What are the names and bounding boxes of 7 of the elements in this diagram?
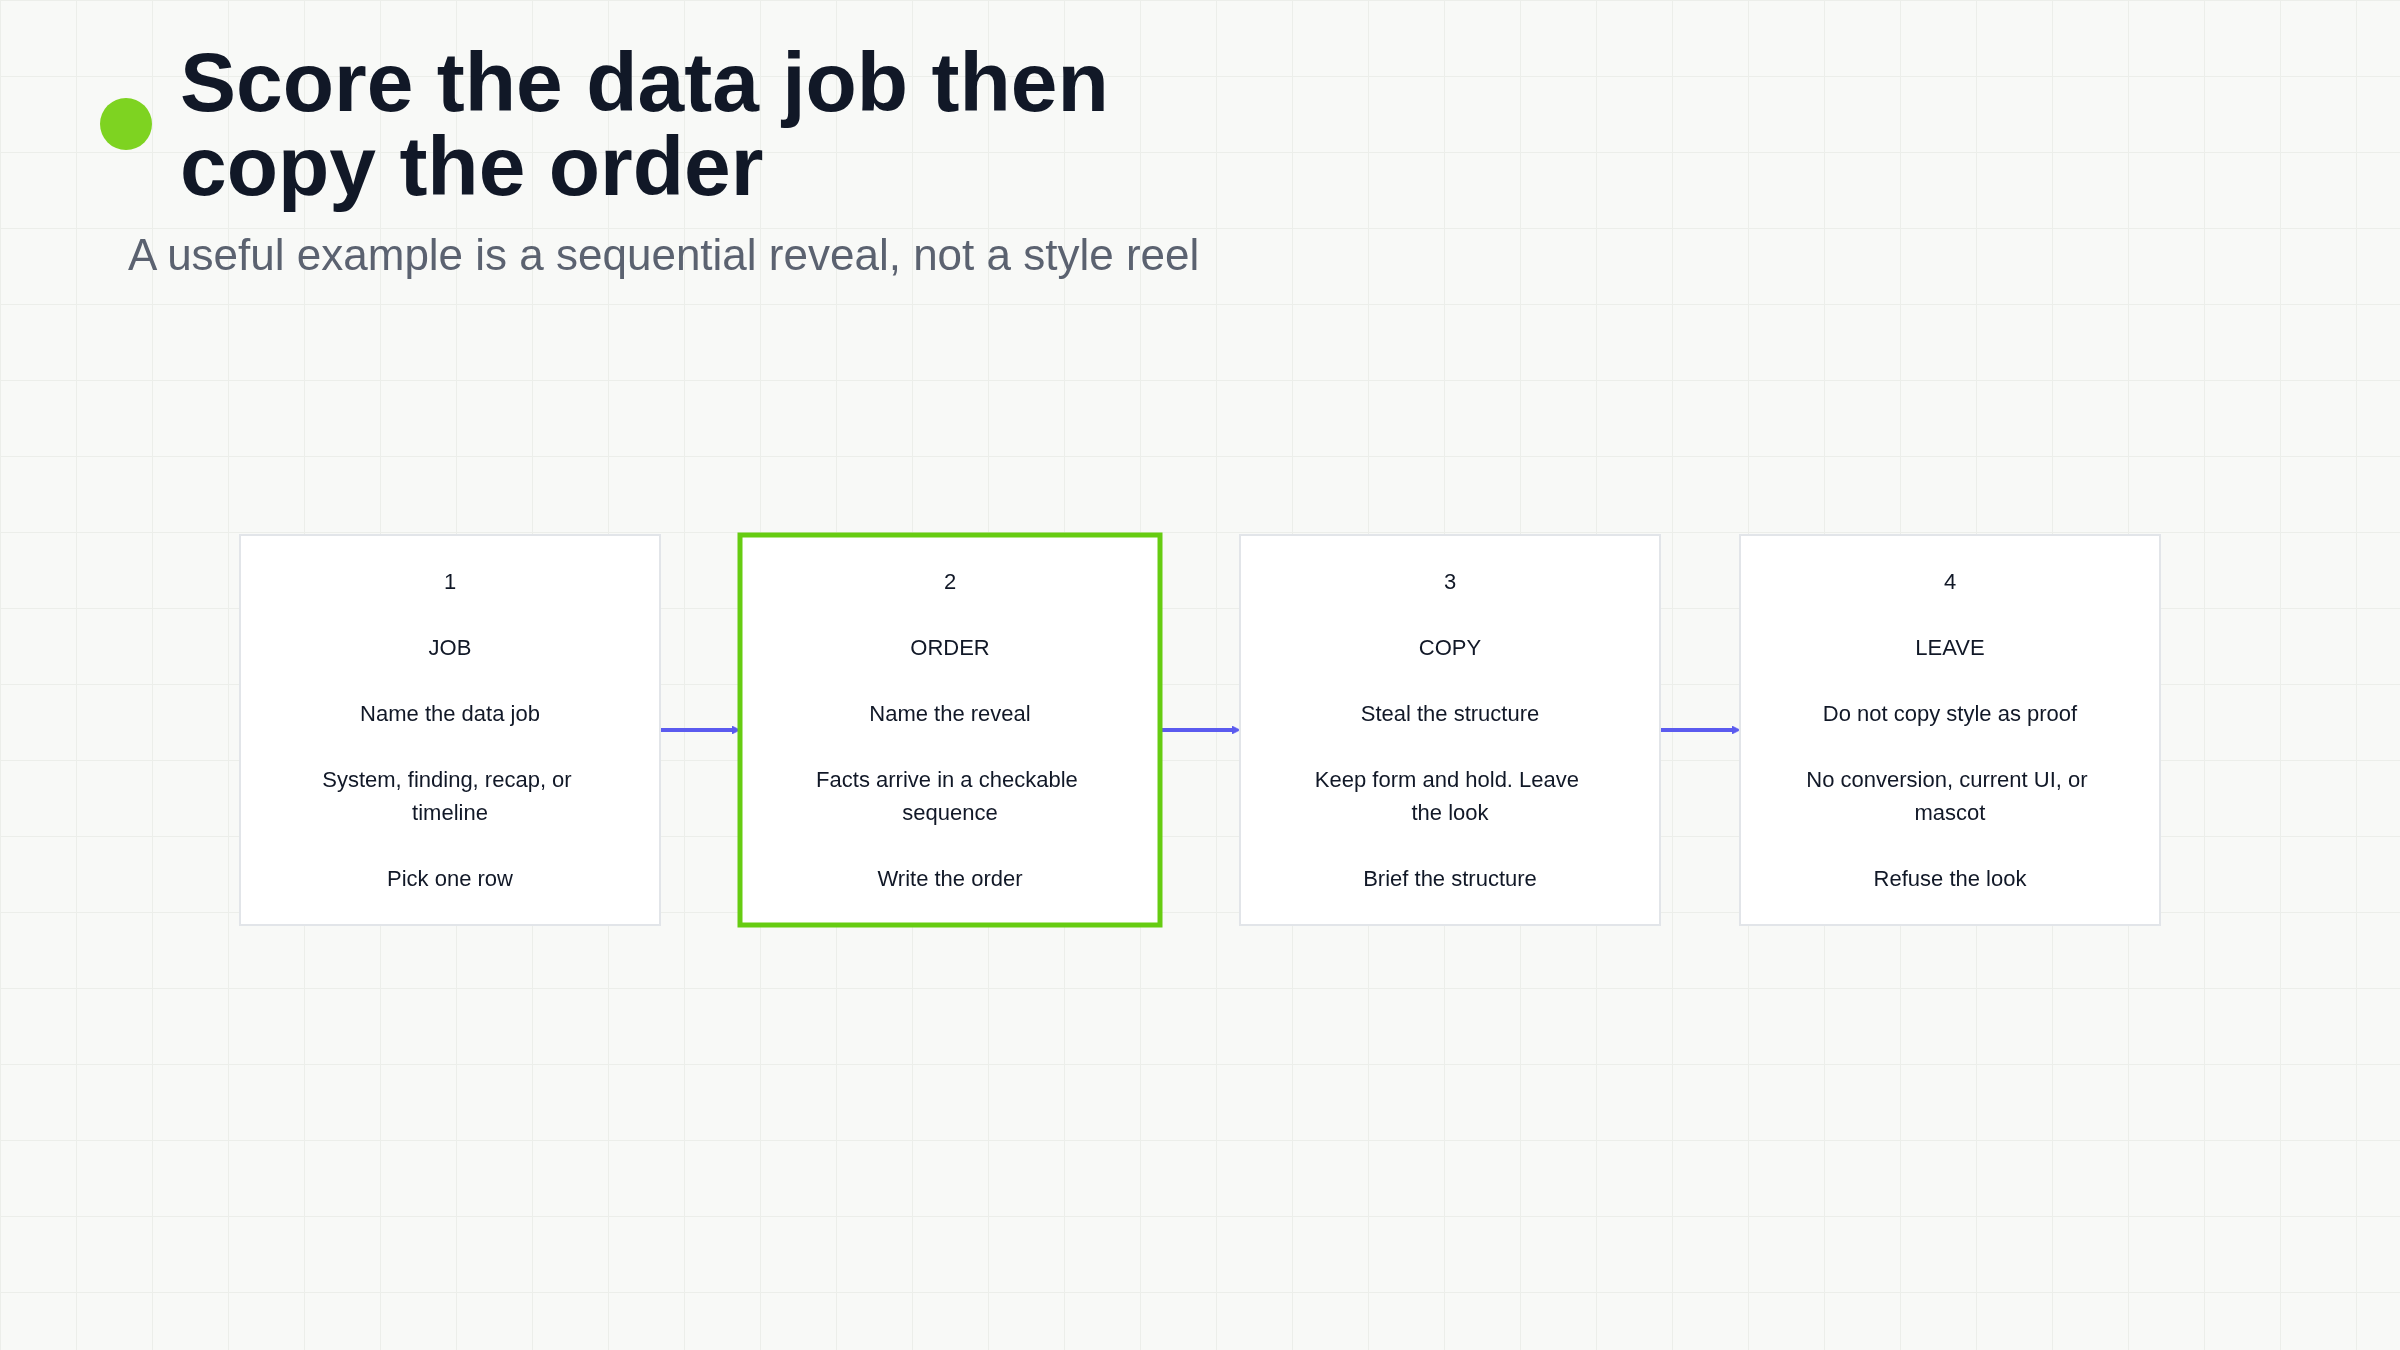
node-box: 3 COPY Steal the structure Keep form and hold. Leave the look Brief the structure <box>1239 534 1661 926</box>
node-box: 2 ORDER Name the reveal Facts arrive in a checkable sequence Write the order <box>737 532 1163 928</box>
node-box: 1 JOB Name the data job System, finding, recap, or timeline Pick one row <box>239 534 661 926</box>
arrow <box>1160 725 1241 735</box>
node-box: 4 LEAVE Do not copy style as proof No conversion, current UI, or mascot Refuse the look <box>1739 534 2161 926</box>
arrow <box>1660 725 1741 735</box>
subtitle: A useful example is a sequential reveal, not a style reel <box>128 230 1200 280</box>
